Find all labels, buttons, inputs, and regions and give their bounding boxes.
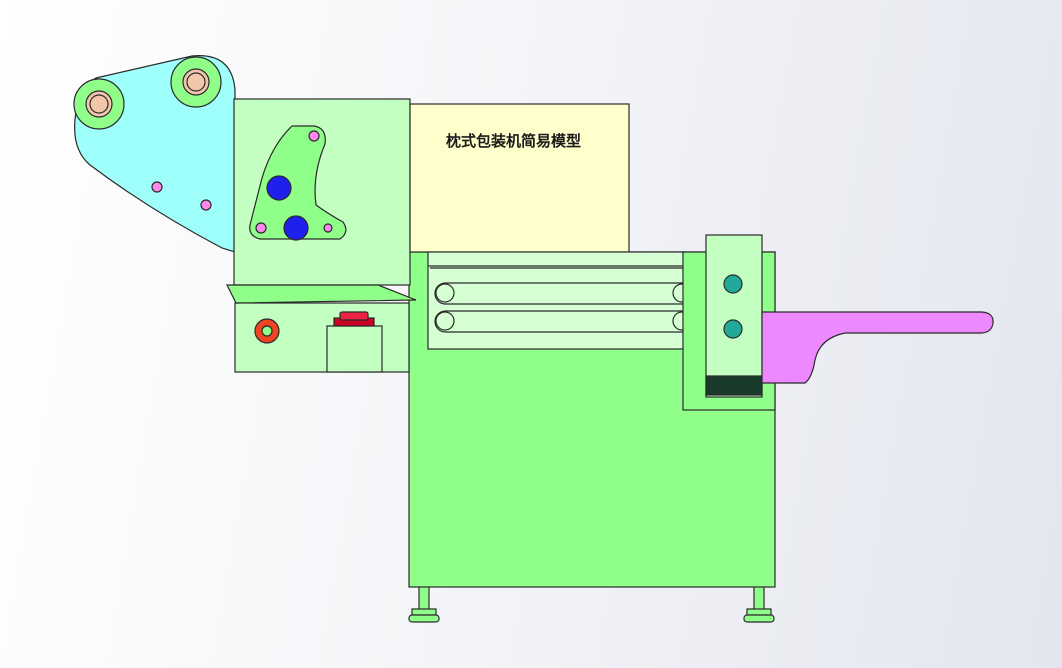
cutter-indicator [723,274,743,294]
bag-former-bracket [249,125,347,240]
discharge-conveyor [761,311,994,384]
feed-tray [226,284,417,304]
bracket-shaft-hole [266,175,292,201]
cutter-column [705,234,763,398]
diagram-title: 枕式包装机简易模型 [446,132,581,150]
left-foot [408,585,440,623]
film-roller-right [170,56,222,108]
title-panel [409,103,630,253]
bracket-shaft-hole [283,215,309,241]
right-foot [743,585,775,623]
emergency-stop-button [333,311,375,327]
arm-hole [200,199,212,211]
rotary-knob [254,318,280,344]
button-housing [326,325,383,373]
bracket-hole [255,222,267,234]
cutter-indicator [723,319,743,339]
film-roller-left [73,78,125,130]
arm-hole [151,181,163,193]
cutter-blade-block [705,375,763,396]
bracket-hole [308,130,320,142]
bracket-hole [323,223,333,233]
